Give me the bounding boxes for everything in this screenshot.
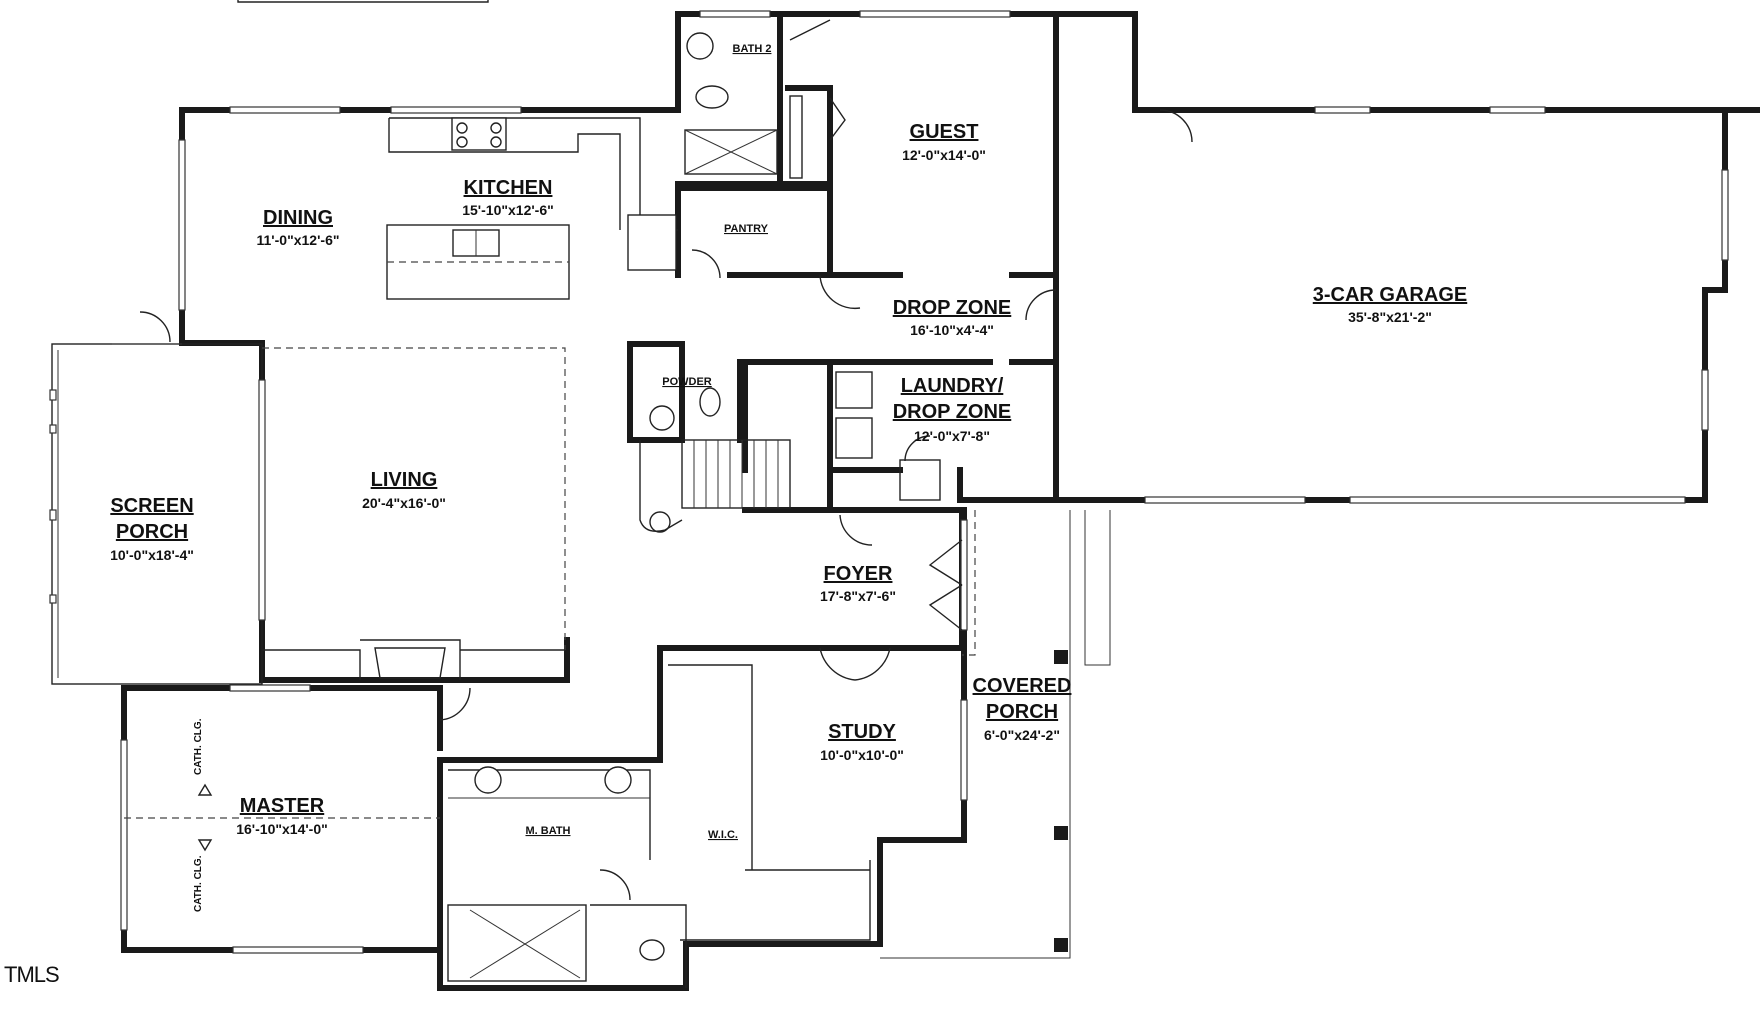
drop-zone-dim: 16'-10"x4'-4": [910, 322, 994, 338]
kitchen-label: KITCHEN: [464, 177, 553, 199]
guest-dim: 12'-0"x14'-0": [902, 147, 986, 163]
master-bath-fixtures: [447, 664, 871, 988]
foyer-label: FOYER: [824, 563, 893, 585]
study-dim: 10'-0"x10'-0": [820, 747, 904, 763]
cropped-element: [237, 0, 489, 3]
door-swing: [599, 869, 631, 901]
stairs: [639, 439, 791, 533]
dryer-icon: [835, 417, 873, 459]
fireplace-icon: [360, 639, 461, 680]
door-swing: [839, 514, 873, 546]
sink-icon: [649, 405, 675, 431]
covered-porch-label-line1: COVERED: [973, 675, 1072, 697]
arrow-down-icon: [197, 839, 213, 852]
door-swing: [904, 435, 931, 462]
door-swing: [819, 274, 861, 310]
master-label: MASTER: [240, 795, 325, 817]
toilet-icon: [639, 939, 665, 961]
study-label: STUDY: [828, 721, 896, 743]
sink-icon: [604, 766, 632, 794]
doors: [139, 19, 1193, 901]
kitchen-dim: 15'-10"x12'-6": [462, 202, 554, 218]
laundry-label-line1: LAUNDRY/: [901, 375, 1004, 397]
screen-porch-dim: 10'-0"x18'-4": [110, 547, 194, 563]
covered-porch-label-line2: PORCH: [986, 701, 1058, 723]
door-swing: [1159, 109, 1193, 143]
sink-icon: [686, 32, 714, 60]
covered-porch: [880, 510, 1111, 959]
screen-porch-label-line2: PORCH: [116, 521, 188, 543]
double-door: [928, 539, 963, 586]
arrow-up-icon: [197, 783, 213, 796]
pantry-label: PANTRY: [724, 223, 769, 235]
powder-label: POWDER: [662, 376, 712, 388]
washer-icon: [835, 371, 873, 409]
m-bath-label: M. BATH: [525, 825, 570, 837]
dining-label: DINING: [263, 207, 333, 229]
door-swing: [139, 311, 171, 343]
toilet-icon: [695, 85, 729, 109]
shower-icon: [447, 904, 587, 982]
door-swing: [1025, 289, 1057, 321]
living-features: [262, 347, 566, 680]
covered-porch-dim: 6'-0"x24'-2": [984, 727, 1060, 743]
interior-walls: [437, 11, 1059, 991]
laundry-dim: 12'-0"x7'-8": [914, 428, 990, 444]
screen-porch-label-line1: SCREEN: [110, 495, 193, 517]
laundry-fixtures: [835, 371, 941, 501]
bath2-fixtures: [684, 32, 803, 179]
garage-label: 3-CAR GARAGE: [1313, 284, 1467, 306]
living-label: LIVING: [371, 469, 438, 491]
dining-dim: 11'-0"x12'-6": [257, 232, 340, 248]
guest-label: GUEST: [910, 121, 979, 143]
master-dim: 16'-10"x14'-0": [236, 821, 328, 837]
toilet-icon: [699, 387, 721, 417]
drop-zone-label: DROP ZONE: [893, 297, 1012, 319]
wic-label: W.I.C.: [708, 829, 738, 841]
kitchen-cabinets: [386, 117, 678, 300]
garage-dim: 35'-8"x21'-2": [1348, 309, 1432, 325]
door-swing: [691, 249, 721, 279]
cath-clg-upper-note: CATH. CLG.: [193, 718, 204, 775]
windows: [120, 10, 1729, 954]
sink-icon: [474, 766, 502, 794]
refrigerator-icon: [627, 214, 677, 271]
door-swing: [819, 647, 856, 681]
powder-fixtures: [649, 387, 721, 431]
foyer-dim: 17'-8"x7'-6": [820, 588, 896, 604]
watermark-text: TMLS: [4, 962, 59, 987]
laundry-label-line2: DROP ZONE: [893, 401, 1012, 423]
cath-clg-lower-note: CATH. CLG.: [193, 855, 204, 912]
door-swing: [439, 687, 471, 721]
living-dim: 20'-4"x16'-0": [362, 495, 446, 511]
bath2-label: BATH 2: [733, 43, 772, 55]
